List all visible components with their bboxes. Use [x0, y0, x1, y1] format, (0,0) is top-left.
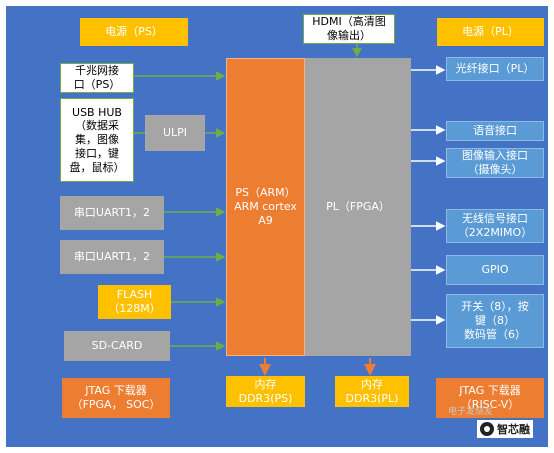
ps-arm-block: PS（ARM） ARM cortex A9 — [226, 58, 305, 356]
uart-block-1: 串口UART1，2 — [60, 196, 164, 230]
pl-fpga-block: PL（FPGA） — [305, 58, 411, 356]
optical-interface-block: 光纤接口（PL） — [446, 57, 544, 81]
flash-block: FLASH （128M） — [98, 285, 171, 319]
ddr-ps-block: 内存 DDR3(PS) — [226, 376, 305, 407]
brand-name: 智芯融 — [497, 423, 530, 436]
ddr-pl-block: 内存 DDR3(PL) — [335, 376, 409, 407]
watermark: 电子发烧友 — [448, 407, 494, 417]
audio-interface-block: 语音接口 — [446, 121, 544, 141]
link-group — [134, 44, 446, 376]
wireless-interface-block: 无线信号接口 （2X2MIMO） — [446, 209, 544, 243]
uart-block-2: 串口UART1，2 — [60, 240, 164, 274]
image-input-block: 图像输入接口 （摄像头） — [446, 148, 544, 178]
jtag-left-block: JTAG 下载器 （FPGA， SOC） — [62, 378, 170, 418]
io-peripherals-block: 开关（8），按 键（8） 数码管（6） — [446, 294, 544, 348]
hdmi-block: HDMI（高清图 像输出） — [303, 14, 395, 44]
wechat-icon — [480, 422, 494, 436]
power-ps-block: 电源（PS） — [80, 18, 188, 46]
gpio-block: GPIO — [446, 255, 544, 285]
jtag-right-block: JTAG 下载器 （RISC-V） — [436, 378, 544, 418]
power-pl-block: 电源（PL） — [437, 18, 544, 46]
sd-card-block: SD-CARD — [64, 331, 170, 361]
gigabit-ethernet-block: 千兆网接 口（PS） — [60, 63, 134, 93]
brand-logo: 智芯融 — [477, 420, 533, 438]
usb-hub-block: USB HUB （数据采 集，图像 接口，键 盘，鼠标） — [60, 98, 134, 182]
ulpi-block: ULPI — [145, 115, 205, 151]
